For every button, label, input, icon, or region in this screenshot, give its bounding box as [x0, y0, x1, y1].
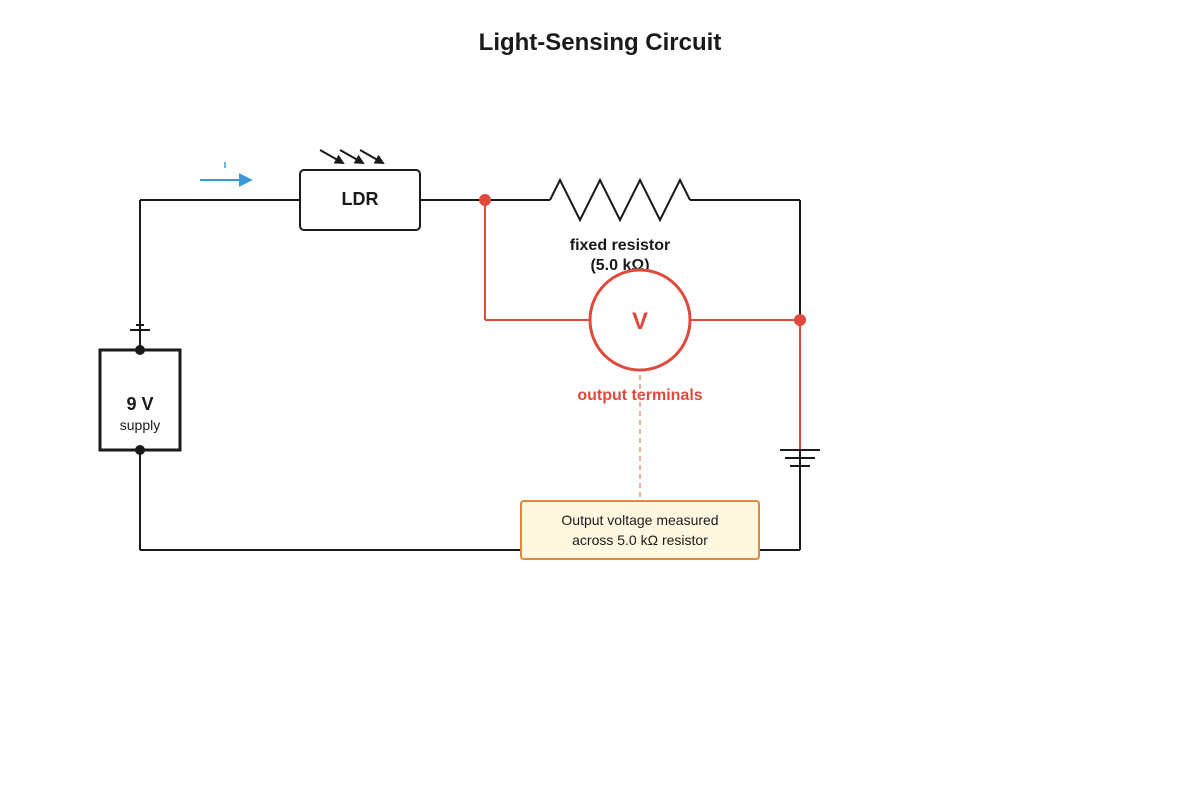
resistor-label-line1: fixed resistor [570, 237, 670, 254]
battery-supply: 9 V supply [98, 324, 182, 455]
note-line-1: Output voltage measured [561, 512, 719, 528]
supply-label: supply [120, 417, 160, 433]
diagram-title: Light-Sensing Circuit [479, 29, 722, 56]
ldr-label: LDR [342, 189, 379, 209]
supply-voltage: 9 V [126, 394, 153, 414]
light-rays-icon [319, 149, 385, 164]
fixed-resistor [549, 177, 691, 223]
voltmeter: V [588, 268, 692, 372]
ground-icon [780, 449, 820, 467]
junction-node-right [794, 314, 806, 326]
ldr-component: LDR [299, 169, 421, 231]
circuit-wires [139, 199, 801, 551]
battery-top-terminal [135, 345, 145, 355]
battery-bottom-terminal [135, 445, 145, 455]
voltmeter-wires [484, 200, 801, 450]
output-note-box: Output voltage measured across 5.0 kΩ re… [520, 500, 760, 560]
note-line-2: across 5.0 kΩ resistor [572, 532, 708, 548]
current-arrow [200, 162, 253, 187]
junction-node-left [479, 194, 491, 206]
voltmeter-symbol: V [632, 308, 648, 335]
